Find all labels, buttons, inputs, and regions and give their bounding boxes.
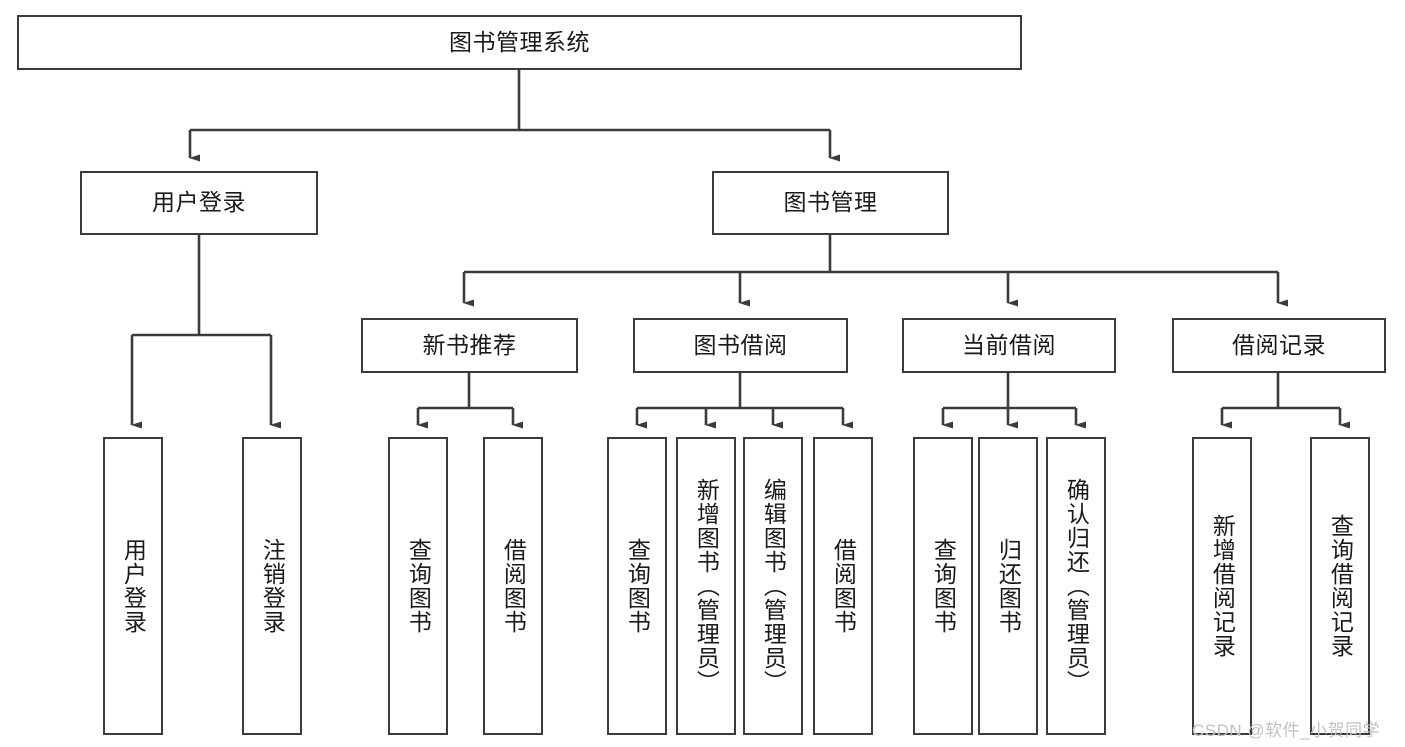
node-label: 图书借阅 xyxy=(693,331,788,358)
node-user-login[interactable]: 用户登录 xyxy=(80,171,318,235)
node-label: 归还图书 xyxy=(995,538,1022,634)
node-label: 新书推荐 xyxy=(422,331,517,358)
node-label: 注销登录 xyxy=(259,538,286,634)
node-new-book-recommend[interactable]: 新书推荐 xyxy=(361,318,578,373)
node-label: 查询图书 xyxy=(624,538,651,634)
node-label: 图书管理 xyxy=(783,189,878,216)
node-label: 当前借阅 xyxy=(962,331,1056,358)
csdn-watermark: CSDN @软件_小贺同学 xyxy=(1192,721,1381,740)
leaf-borrow-book-recommend[interactable]: 借阅图书 xyxy=(483,437,543,735)
leaf-query-borrow-record[interactable]: 查询借阅记录 xyxy=(1310,437,1370,735)
leaf-return-book[interactable]: 归还图书 xyxy=(978,437,1038,735)
node-label: 借阅记录 xyxy=(1232,331,1326,358)
leaf-user-login[interactable]: 用户登录 xyxy=(103,437,163,735)
leaf-borrow-book-borrow[interactable]: 借阅图书 xyxy=(813,437,873,735)
leaf-query-book-borrow[interactable]: 查询图书 xyxy=(607,437,667,735)
node-label: 编辑图书（管理员） xyxy=(760,478,787,694)
leaf-logout-login[interactable]: 注销登录 xyxy=(242,437,302,735)
node-label: 确认归还（管理员） xyxy=(1063,478,1090,694)
node-label: 借阅图书 xyxy=(500,538,527,634)
node-root-book-management-system[interactable]: 图书管理系统 xyxy=(17,15,1022,70)
node-label: 借阅图书 xyxy=(830,538,857,634)
node-label: 查询图书 xyxy=(930,538,957,634)
node-book-borrow[interactable]: 图书借阅 xyxy=(633,318,848,373)
node-label: 用户登录 xyxy=(120,538,147,634)
leaf-query-book-current[interactable]: 查询图书 xyxy=(913,437,973,735)
node-book-management[interactable]: 图书管理 xyxy=(712,171,949,235)
node-label: 新增图书（管理员） xyxy=(693,478,720,694)
leaf-add-borrow-record[interactable]: 新增借阅记录 xyxy=(1192,437,1252,735)
node-label: 查询借阅记录 xyxy=(1327,514,1354,658)
node-label: 查询图书 xyxy=(405,538,432,634)
node-label: 新增借阅记录 xyxy=(1209,514,1236,658)
node-borrow-record[interactable]: 借阅记录 xyxy=(1172,318,1386,373)
leaf-query-book-recommend[interactable]: 查询图书 xyxy=(388,437,448,735)
leaf-confirm-return-admin[interactable]: 确认归还（管理员） xyxy=(1046,437,1106,735)
node-current-borrow[interactable]: 当前借阅 xyxy=(902,318,1116,373)
node-label: 用户登录 xyxy=(152,189,246,216)
node-label: 图书管理系统 xyxy=(449,28,590,55)
leaf-edit-book-admin[interactable]: 编辑图书（管理员） xyxy=(743,437,803,735)
leaf-add-book-admin[interactable]: 新增图书（管理员） xyxy=(676,437,736,735)
